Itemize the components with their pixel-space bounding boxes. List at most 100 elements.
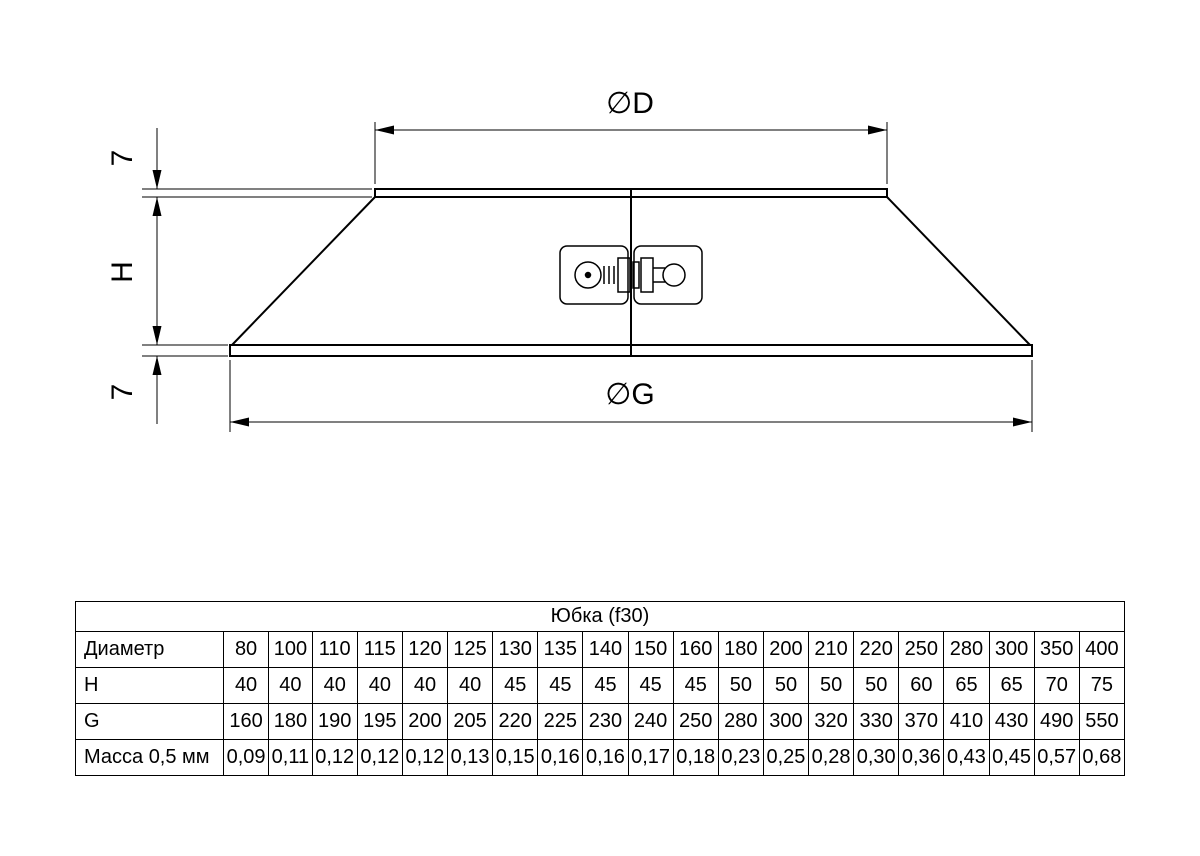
dimension-arrows [152, 125, 1032, 427]
table-cell: 160 [672, 631, 719, 668]
table-cell: 190 [311, 703, 358, 740]
bolt-nut [617, 257, 631, 293]
row-label: Диаметр [75, 631, 224, 668]
table-cell: 180 [268, 703, 313, 740]
table-cell: 0,23 [717, 739, 764, 776]
table-cell: 0,30 [853, 739, 900, 776]
arrow-h-bottom [152, 326, 162, 345]
table-cell: 300 [988, 631, 1035, 668]
bolt-washer [632, 261, 640, 289]
table-cell: 400 [1078, 631, 1126, 668]
arrow-d-right [868, 125, 887, 135]
table-cell: 550 [1078, 703, 1126, 740]
table-cell: 490 [1033, 703, 1080, 740]
left-slant-edge [231, 196, 376, 346]
dim-label-lip-bottom: 7 [106, 384, 139, 401]
table-cell: 210 [808, 631, 855, 668]
arrow-lip-bottom [152, 356, 162, 375]
table-cell: 50 [762, 667, 810, 704]
table-cell: 0,12 [401, 739, 449, 776]
table-cell: 40 [401, 667, 449, 704]
bolt-eye [662, 263, 686, 287]
table-cell: 65 [988, 667, 1035, 704]
table-cell: 250 [898, 631, 945, 668]
table-cell: 45 [627, 667, 674, 704]
row-label: H [75, 667, 224, 704]
table-cell: 40 [268, 667, 313, 704]
table-cell: 0,43 [943, 739, 990, 776]
table-cell: 75 [1078, 667, 1126, 704]
clamp-left-plate [559, 245, 629, 305]
table-cell: 0,57 [1033, 739, 1080, 776]
table-cell: 0,28 [808, 739, 855, 776]
table-cell: 115 [356, 631, 403, 668]
table-cell: 0,11 [268, 739, 313, 776]
table-cell: 45 [537, 667, 584, 704]
table-cell: 320 [808, 703, 855, 740]
table-cell: 0,18 [672, 739, 719, 776]
arrow-g-left [230, 417, 249, 427]
table-cell: 240 [627, 703, 674, 740]
row-label: G [75, 703, 224, 740]
table-cell: 0,12 [311, 739, 358, 776]
table-cell: 130 [492, 631, 539, 668]
table-cell: 65 [943, 667, 990, 704]
table-cell: 60 [898, 667, 945, 704]
table-title-row: Юбка (f30) [75, 601, 1125, 632]
table-cell: 150 [627, 631, 674, 668]
bolt-head [640, 257, 654, 293]
table-cell: 220 [492, 703, 539, 740]
table-cell: 0,25 [762, 739, 810, 776]
table-cell: 0,16 [537, 739, 584, 776]
table-cell: 50 [717, 667, 764, 704]
table-cell: 125 [447, 631, 494, 668]
dim-label-top-diameter: ∅D [606, 87, 654, 120]
skirt-drawing: ∅D ∅G H 7 7 [106, 87, 1033, 432]
table-cell: 410 [943, 703, 990, 740]
table-cell: 160 [222, 703, 270, 740]
table-cell: 0,17 [627, 739, 674, 776]
table-cell: 50 [853, 667, 900, 704]
table-cell: 0,16 [582, 739, 629, 776]
table-cell: 0,13 [447, 739, 494, 776]
dim-label-lip-top: 7 [106, 150, 139, 167]
arrow-h-top [152, 197, 162, 216]
table-cell: 220 [853, 631, 900, 668]
row-label: Масса 0,5 мм [75, 739, 224, 776]
table-cell: 200 [762, 631, 810, 668]
table-cell: 45 [582, 667, 629, 704]
right-slant-edge [886, 196, 1031, 346]
arrow-g-right [1013, 417, 1032, 427]
table-cell: 120 [401, 631, 449, 668]
table-cell: 110 [311, 631, 358, 668]
table-cell: 0,09 [222, 739, 270, 776]
table-cell: 300 [762, 703, 810, 740]
table-cell: 430 [988, 703, 1035, 740]
table-cell: 50 [808, 667, 855, 704]
clamp-rivet [574, 261, 602, 289]
table-cell: 80 [222, 631, 270, 668]
dimension-lines [142, 122, 1033, 432]
arrow-lip-top [152, 170, 162, 189]
table-cell: 370 [898, 703, 945, 740]
dim-label-bottom-diameter: ∅G [605, 378, 654, 411]
table-cell: 350 [1033, 631, 1080, 668]
clamp-right-plate [633, 245, 703, 305]
table-cell: 200 [401, 703, 449, 740]
table-cell: 330 [853, 703, 900, 740]
table-cell: 195 [356, 703, 403, 740]
table-cell: 250 [672, 703, 719, 740]
table-cell: 100 [268, 631, 313, 668]
table-cell: 180 [717, 631, 764, 668]
table-cell: 45 [672, 667, 719, 704]
table-cell: 0,36 [898, 739, 945, 776]
table-cell: 135 [537, 631, 584, 668]
table-cell: 225 [537, 703, 584, 740]
table-cell: 40 [311, 667, 358, 704]
